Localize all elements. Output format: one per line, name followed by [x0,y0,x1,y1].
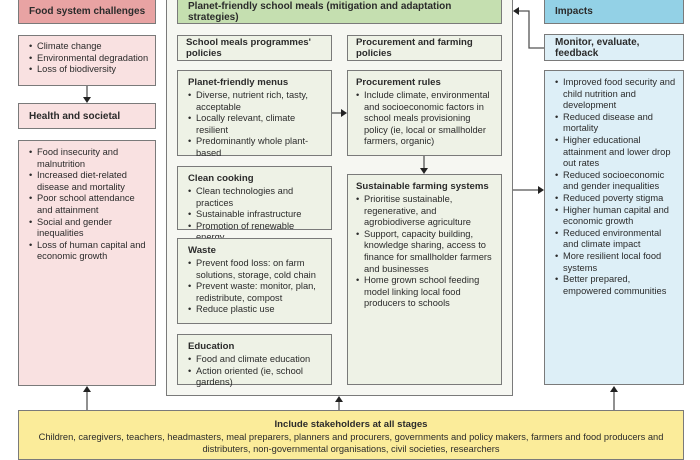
list-item: Prevent food loss: on farm solutions, st… [188,258,323,281]
farming-list: Prioritise sustainable, regenerative, an… [356,194,493,310]
clean-cooking-box: Clean cooking Clean technologies and pra… [177,166,332,242]
list-item: Food insecurity and malnutrition [29,147,149,170]
list-item: Reduced socioeconomic and gender inequal… [555,170,679,193]
list-item: Home grown school feeding model linking … [356,275,493,310]
list-item: Reduce plastic use [188,304,323,316]
cooking-list: Clean technologies and practices Sustain… [188,186,323,244]
planet-friendly-label: Planet-friendly school meals (mitigation… [188,0,452,23]
education-title: Education [188,341,235,352]
procurement-list: Include climate, environmental and socio… [356,90,493,148]
list-item: Higher human capital and economic growth [555,205,679,228]
monitor-evaluate-feedback-header: Monitor, evaluate, feedback [544,34,684,61]
arrowhead-left-icon [513,7,519,15]
impacts-list: Improved food security and child nutriti… [545,71,683,297]
education-box: Education Food and climate education Act… [177,334,332,387]
arrowhead-up-icon [610,386,618,392]
health-societal-header: Health and societal [18,103,156,129]
list-item: Environmental degradation [29,53,149,65]
cooking-title: Clean cooking [188,173,254,184]
school-meals-policies-header: School meals programmes' policies [177,35,332,61]
list-item: Locally relevant, climate resilient [188,113,323,136]
procurement-farming-policies-label: Procurement and farming policies [356,37,473,59]
list-item: Sustainable infrastructure [188,209,323,221]
impacts-header: Impacts [544,0,684,24]
menus-list: Diverse, nutrient rich, tasty, acceptabl… [188,90,323,160]
procurement-rules-box: Procurement rules Include climate, envir… [347,70,502,156]
list-item: Loss of human capital and economic growt… [29,240,149,263]
planet-friendly-menus-box: Planet-friendly menus Diverse, nutrient … [177,70,332,158]
education-list: Food and climate education Action orient… [188,354,323,389]
procurement-title: Procurement rules [356,77,441,88]
planet-friendly-header: Planet-friendly school meals (mitigation… [177,0,502,24]
list-item: Social and gender inequalities [29,217,149,240]
waste-title: Waste [188,245,216,256]
list-item: More resilient local food systems [555,251,679,274]
health-list: Food insecurity and malnutrition Increas… [19,141,155,263]
menus-title: Planet-friendly menus [188,77,289,88]
list-item: Improved food security and child nutriti… [555,77,679,112]
list-item: Food and climate education [188,354,323,366]
monitor-label: Monitor, evaluate, feedback [555,36,640,59]
list-item: Include climate, environmental and socio… [356,90,493,148]
procurement-farming-policies-header: Procurement and farming policies [347,35,502,61]
list-item: Prevent waste: monitor, plan, redistribu… [188,281,323,304]
waste-list: Prevent food loss: on farm solutions, st… [188,258,323,316]
list-item: Poor school attendance and attainment [29,193,149,216]
stakeholders-title: Include stakeholders at all stages [274,419,428,430]
waste-box: Waste Prevent food loss: on farm solutio… [177,238,332,324]
impacts-label: Impacts [555,6,593,17]
list-item: Higher educational attainment and lower … [555,135,679,170]
list-item: Support, capacity building, knowledge sh… [356,229,493,275]
list-item: Predominantly whole plant-based [188,136,323,159]
list-item: Clean technologies and practices [188,186,323,209]
list-item: Prioritise sustainable, regenerative, an… [356,194,493,229]
list-item: Loss of biodiversity [29,64,149,76]
impacts-box: Improved food security and child nutriti… [544,70,684,385]
farming-title: Sustainable farming systems [356,181,489,192]
food-system-challenges-header: Food system challenges [18,0,156,24]
arrow-monitor-feedback [518,10,544,49]
school-meals-policies-label: School meals programmes' policies [186,37,311,59]
list-item: Reduced environmental and climate impact [555,228,679,251]
list-item: Increased diet-related disease and morta… [29,170,149,193]
list-item: Better prepared, empowered communities [555,274,679,297]
challenges-box: Climate change Environmental degradation… [18,35,156,86]
stakeholders-text: Children, caregivers, teachers, headmast… [38,432,664,454]
arrowhead-up-icon [335,396,343,402]
health-societal-label: Health and societal [29,110,121,122]
list-item: Promotion of renewable energy [188,221,323,244]
food-system-challenges-label: Food system challenges [29,6,146,17]
stakeholders-box: Include stakeholders at all stages Child… [18,410,684,460]
challenges-list: Climate change Environmental degradation… [19,36,155,76]
list-item: Diverse, nutrient rich, tasty, acceptabl… [188,90,323,113]
health-societal-box: Food insecurity and malnutrition Increas… [18,140,156,386]
sustainable-farming-box: Sustainable farming systems Prioritise s… [347,174,502,385]
arrowhead-up-icon [83,386,91,392]
list-item: Reduced disease and mortality [555,112,679,135]
list-item: Reduced poverty stigma [555,193,679,205]
list-item: Climate change [29,41,149,53]
list-item: Action oriented (ie, school gardens) [188,366,323,389]
